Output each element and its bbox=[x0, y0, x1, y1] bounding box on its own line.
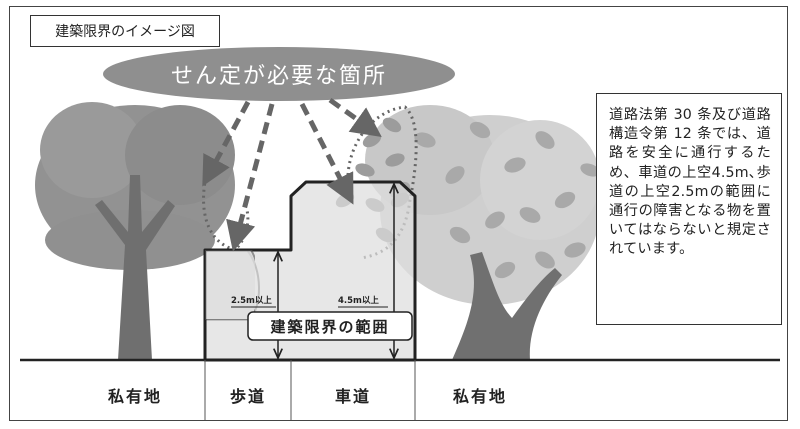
zone-label-private-left: 私有地 bbox=[108, 387, 162, 406]
diagram-title: 建築限界のイメージ図 bbox=[30, 15, 220, 47]
zone-label-sidewalk: 歩道 bbox=[230, 387, 266, 406]
envelope-label: 建築限界の範囲 bbox=[270, 318, 389, 336]
zone-dividers bbox=[204, 360, 416, 420]
zone-label-private-right: 私有地 bbox=[453, 387, 507, 406]
pruning-callout bbox=[103, 47, 455, 101]
regulation-note: 道路法第 30 条及び道路構造令第 12 条では、道路を安全に通行するため、車道… bbox=[596, 93, 782, 325]
pruning-callout-label: せん定が必要な箇所 bbox=[171, 64, 387, 89]
sidewalk-height-label: 2.5m以上 bbox=[231, 295, 272, 306]
roadway-height-label: 4.5m以上 bbox=[338, 295, 379, 306]
zone-label-roadway: 車道 bbox=[335, 387, 371, 406]
diagram-frame bbox=[9, 6, 788, 421]
pointer-arrows bbox=[202, 97, 382, 252]
envelope-label-box bbox=[247, 311, 413, 341]
